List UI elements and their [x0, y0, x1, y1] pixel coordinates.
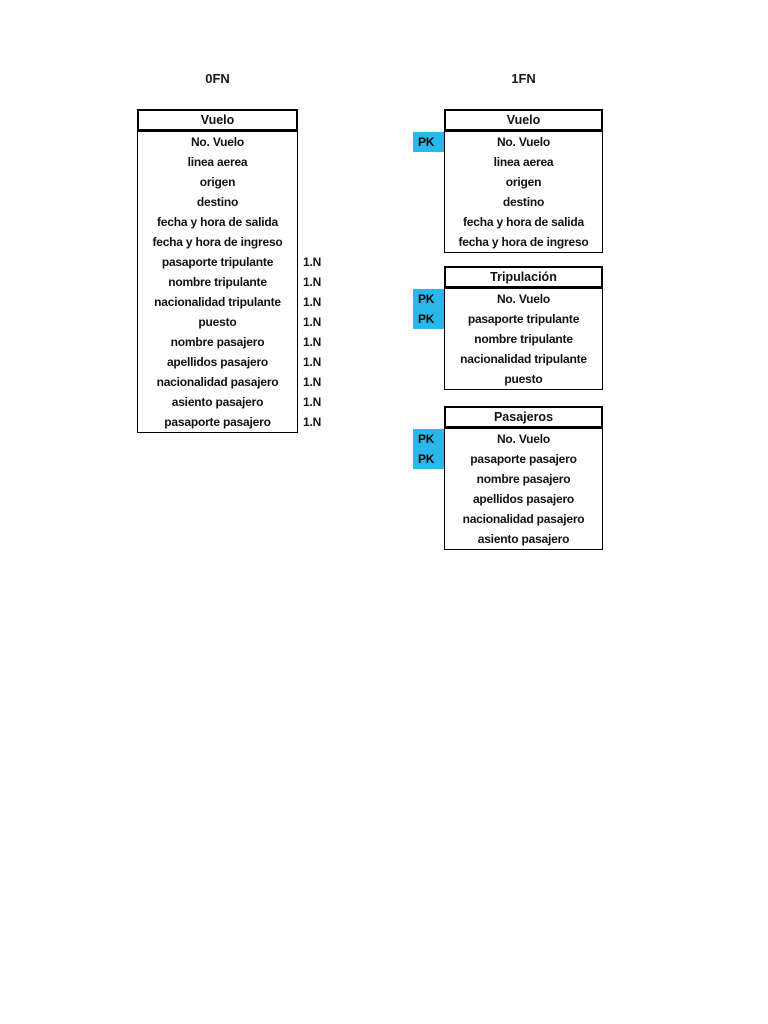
attribute-row: linea aerea — [138, 152, 297, 172]
attribute-row: nacionalidad tripulante 1.N — [138, 292, 321, 312]
attribute-row: fecha y hora de salida — [138, 212, 297, 232]
attribute-row: linea aerea — [445, 152, 602, 172]
multiplicity-note: 1.N — [303, 395, 322, 409]
attribute-row: PK pasaporte pasajero — [413, 449, 602, 469]
attribute-row: asiento pasajero 1.N — [138, 392, 322, 412]
attribute-row: puesto 1.N — [138, 312, 321, 332]
attribute-row: pasaporte tripulante 1.N — [138, 252, 321, 272]
attribute-row: fecha y hora de salida — [445, 212, 602, 232]
attribute-row: pasaporte pasajero 1.N — [138, 412, 321, 432]
attribute-label: nacionalidad pasajero — [156, 375, 279, 389]
attribute-label: nacionalidad tripulante — [460, 352, 587, 366]
attribute-row: nombre pasajero — [445, 469, 602, 489]
attribute-label: origen — [199, 175, 236, 189]
attribute-label: origen — [505, 175, 542, 189]
pk-badge: PK — [413, 289, 444, 309]
section-title-0fn: 0FN — [205, 71, 230, 86]
attribute-label: linea aerea — [493, 155, 554, 169]
attribute-label: destino — [196, 195, 239, 209]
attribute-label: pasaporte pasajero — [470, 452, 577, 466]
attribute-row: nombre tripulante — [445, 329, 602, 349]
table-title: Tripulación — [444, 266, 603, 288]
attribute-row: destino — [138, 192, 297, 212]
attribute-row: PK No. Vuelo — [413, 289, 602, 309]
attribute-label: No. Vuelo — [496, 432, 551, 446]
attribute-label: puesto — [504, 372, 543, 386]
table-title: Vuelo — [137, 109, 298, 131]
attribute-row: fecha y hora de ingreso — [138, 232, 297, 252]
attribute-label: asiento pasajero — [477, 532, 570, 546]
table-title: Vuelo — [444, 109, 603, 131]
attribute-label: nombre pasajero — [170, 335, 265, 349]
multiplicity-note: 1.N — [303, 355, 322, 369]
attribute-label: fecha y hora de ingreso — [458, 235, 589, 249]
attribute-label: nombre tripulante — [168, 275, 267, 289]
attribute-label: destino — [502, 195, 545, 209]
section-title-1fn: 1FN — [511, 71, 536, 86]
attribute-row: apellidos pasajero — [445, 489, 602, 509]
multiplicity-note: 1.N — [303, 255, 322, 269]
attribute-label: fecha y hora de salida — [463, 215, 584, 229]
table-title: Pasajeros — [444, 406, 603, 428]
multiplicity-note: 1.N — [303, 415, 322, 429]
attribute-row: asiento pasajero — [445, 529, 602, 549]
attribute-row: PK No. Vuelo — [413, 132, 602, 152]
multiplicity-note: 1.N — [303, 315, 322, 329]
attribute-row: nacionalidad tripulante — [445, 349, 602, 369]
attribute-label: No. Vuelo — [190, 135, 245, 149]
multiplicity-note: 1.N — [303, 275, 322, 289]
attribute-label: asiento pasajero — [171, 395, 264, 409]
attribute-row: origen — [445, 172, 602, 192]
attribute-label: nombre pasajero — [476, 472, 571, 486]
attribute-label: pasaporte tripulante — [467, 312, 580, 326]
attribute-label: nacionalidad pasajero — [462, 512, 585, 526]
pk-badge: PK — [413, 132, 444, 152]
attribute-row: puesto — [445, 369, 602, 389]
attribute-row: fecha y hora de ingreso — [445, 232, 602, 252]
multiplicity-note: 1.N — [303, 335, 322, 349]
attribute-label: pasaporte tripulante — [161, 255, 274, 269]
table-body: PK No. Vuelo linea aerea origen destino fecha… — [413, 131, 603, 253]
multiplicity-note: 1.N — [303, 375, 322, 389]
attribute-label: No. Vuelo — [496, 292, 551, 306]
attribute-row: apellidos pasajero 1.N — [138, 352, 321, 372]
attribute-label: apellidos pasajero — [472, 492, 575, 506]
attribute-row: origen — [138, 172, 297, 192]
attribute-row: nombre tripulante 1.N — [138, 272, 321, 292]
attribute-label: pasaporte pasajero — [164, 415, 271, 429]
pk-badge: PK — [413, 309, 444, 329]
attribute-label: nacionalidad tripulante — [154, 295, 281, 309]
attribute-label: puesto — [198, 315, 237, 329]
multiplicity-note: 1.N — [303, 295, 322, 309]
attribute-row: nacionalidad pasajero — [445, 509, 602, 529]
attribute-label: linea aerea — [187, 155, 248, 169]
attribute-row: nacionalidad pasajero 1.N — [138, 372, 322, 392]
table-body: No. Vuelo linea aerea origen destino fecha y… — [137, 131, 322, 433]
attribute-row: nombre pasajero 1.N — [138, 332, 322, 352]
attribute-row: PK pasaporte tripulante — [413, 309, 602, 329]
attribute-row: destino — [445, 192, 602, 212]
attribute-label: nombre tripulante — [474, 332, 573, 346]
attribute-label: fecha y hora de ingreso — [152, 235, 283, 249]
attribute-label: fecha y hora de salida — [157, 215, 278, 229]
pk-badge: PK — [413, 429, 444, 449]
attribute-row: No. Vuelo — [138, 132, 297, 152]
attribute-row: PK No. Vuelo — [413, 429, 602, 449]
pk-badge: PK — [413, 449, 444, 469]
attribute-label: No. Vuelo — [496, 135, 551, 149]
attribute-label: apellidos pasajero — [166, 355, 269, 369]
